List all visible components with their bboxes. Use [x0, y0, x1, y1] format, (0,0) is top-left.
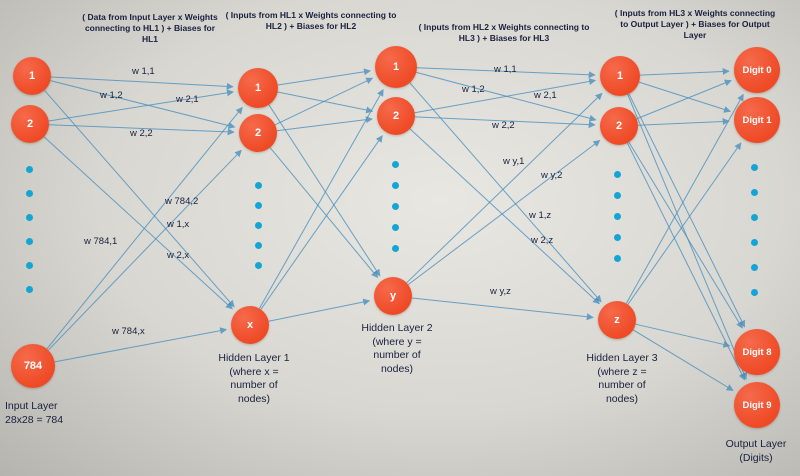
annotation-hl2: ( Inputs from HL1 x Weights connecting t… — [225, 10, 397, 32]
output-node-digit-9: Digit 9 — [734, 382, 780, 428]
hl3-node-z: z — [598, 301, 636, 339]
hl2-ellipsis-dots — [392, 161, 399, 252]
weight-label: w 784,x — [112, 326, 145, 337]
hl1-node-x: x — [231, 306, 269, 344]
weight-label: w 1,z — [529, 210, 552, 221]
weight-label: w 784,1 — [84, 236, 118, 247]
annotation-hl1: ( Data from Input Layer x Weights connec… — [82, 12, 218, 45]
hl3-node-1: 1 — [600, 56, 640, 96]
hl2-node-1: 1 — [375, 46, 417, 88]
hl3-node-2: 2 — [600, 107, 638, 145]
weight-label: w 1,2 — [100, 90, 123, 101]
hl3-layer-label: Hidden Layer 3 (where z = number of node… — [586, 352, 658, 405]
weight-label: w 2,1 — [176, 94, 199, 105]
input-node-2: 2 — [11, 105, 49, 143]
input-ellipsis-dots — [26, 166, 33, 293]
output-node-digit-0: Digit 0 — [734, 47, 780, 93]
output-node-digit-1: Digit 1 — [734, 97, 780, 143]
weight-label: w 1,1 — [132, 66, 155, 77]
hl1-ellipsis-dots — [255, 182, 262, 269]
weight-label: w 2,2 — [130, 128, 153, 139]
hl1-layer-label: Hidden Layer 1 (where x = number of node… — [218, 352, 290, 405]
hl1-node-1: 1 — [238, 68, 278, 108]
weight-label: w 2,x — [167, 250, 190, 261]
input-layer-label: Input Layer 28x28 = 784 — [5, 400, 64, 426]
hl3-ellipsis-dots — [614, 171, 621, 262]
hl1-node-2: 2 — [239, 114, 277, 152]
input-node-1: 1 — [13, 57, 51, 95]
weight-label: w y,z — [490, 286, 511, 297]
input-node-784: 784 — [11, 344, 55, 388]
weight-label: w 1,2 — [462, 84, 485, 95]
weight-label: w 2,2 — [492, 120, 515, 131]
weight-label: w 784,2 — [165, 196, 199, 207]
hl2-node-2: 2 — [377, 97, 415, 135]
weight-label: w 1,x — [167, 219, 190, 230]
weight-label: w 2,1 — [534, 90, 557, 101]
annotation-hl3: ( Inputs from HL2 x Weights connecting t… — [418, 22, 590, 44]
weight-label: w y,2 — [541, 170, 563, 181]
output-ellipsis-dots — [751, 164, 758, 296]
output-layer-label: Output Layer (Digits) — [725, 438, 787, 464]
weight-label: w 2,z — [531, 235, 554, 246]
output-node-digit-8: Digit 8 — [734, 329, 780, 375]
hl2-layer-label: Hidden Layer 2 (where y = number of node… — [361, 322, 433, 375]
annotation-output: ( Inputs from HL3 x Weights connecting t… — [614, 8, 776, 41]
weight-label: w 1,1 — [494, 64, 517, 75]
hl2-node-y: y — [374, 277, 412, 315]
weight-label: w y,1 — [503, 156, 525, 167]
